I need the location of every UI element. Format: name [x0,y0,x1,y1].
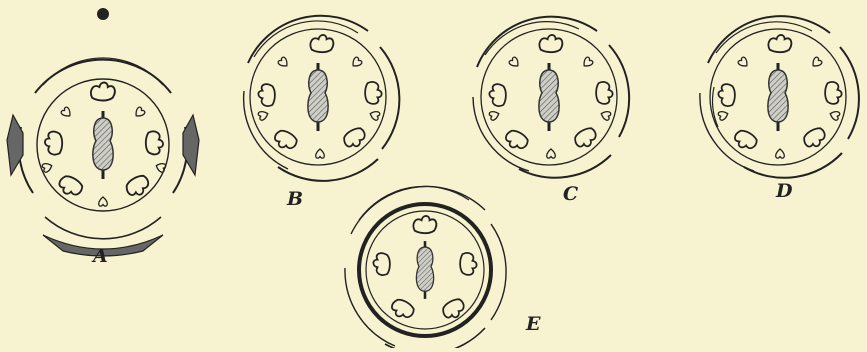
label-c: C [563,183,578,205]
axis-dot [97,8,109,20]
label-d: D [776,180,792,202]
diagram-d [700,16,859,178]
label-a: A [93,245,108,267]
diagram-a [7,8,199,256]
diagram-b [244,16,400,181]
diagram-c [473,17,629,178]
diagram-e [345,186,506,348]
label-b: B [287,188,303,210]
label-e: E [526,313,540,335]
